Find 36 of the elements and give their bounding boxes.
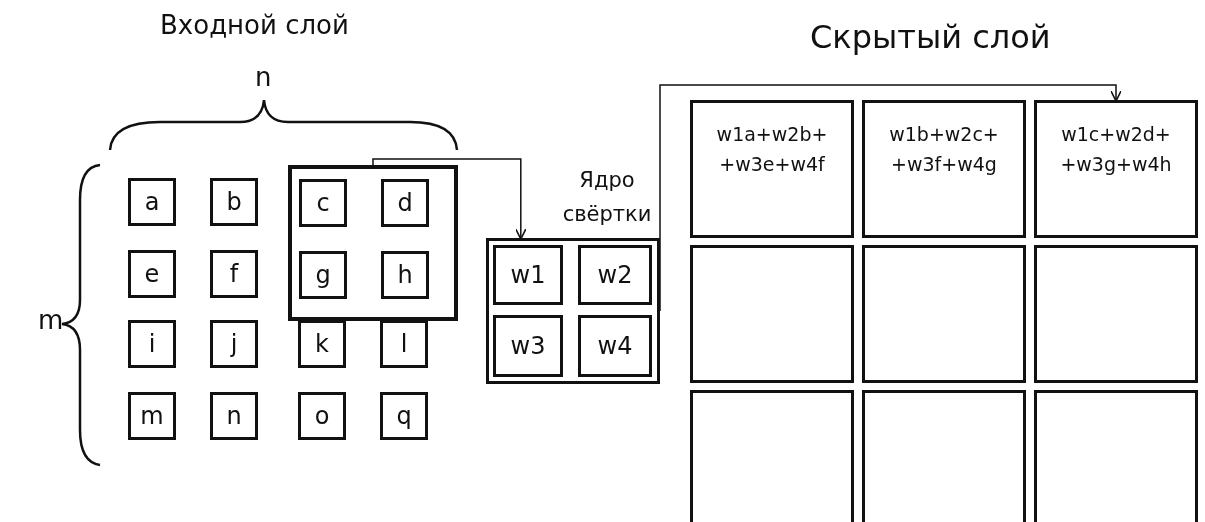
input-cell: l [380, 320, 428, 368]
arrow [372, 158, 527, 240]
input-cell: f [210, 250, 258, 298]
window-frame [288, 165, 458, 321]
input-cell: b [210, 178, 258, 226]
input-cell: n [210, 392, 258, 440]
weight-cell: w1 [493, 245, 563, 305]
input-cell: k [298, 320, 346, 368]
input-cell: c [299, 179, 347, 227]
hidden-cell [690, 390, 854, 522]
input-cell: m [128, 392, 176, 440]
weight-cell: w4 [578, 315, 652, 377]
input-cell: j [210, 320, 258, 368]
hidden-cell [1034, 245, 1198, 383]
hidden-cell: w1c+w2d+ +w3g+w4h [1034, 100, 1198, 238]
layer-title: Входной слой [160, 10, 349, 40]
kernel-heading: Ядро свёртки [561, 167, 653, 228]
dimension-label: m [38, 305, 64, 335]
input-cell: h [381, 251, 429, 299]
weight-cell: w2 [578, 245, 652, 305]
hidden-cell: w1b+w2c+ +w3f+w4g [862, 100, 1026, 238]
hidden-cell [690, 245, 854, 383]
hidden-cell [862, 390, 1026, 522]
hidden-cell [1034, 390, 1198, 522]
hidden-cell: w1a+w2b+ +w3e+w4f [690, 100, 854, 238]
dimension-label: n [255, 62, 272, 92]
input-cell: q [380, 392, 428, 440]
input-cell: e [128, 250, 176, 298]
input-cell: g [299, 251, 347, 299]
input-cell: i [128, 320, 176, 368]
layer-title: Скрытый слой [810, 18, 1051, 56]
input-cell: o [298, 392, 346, 440]
input-cell: a [128, 178, 176, 226]
hidden-cell [862, 245, 1026, 383]
weight-cell: w3 [493, 315, 563, 377]
input-cell: d [381, 179, 429, 227]
